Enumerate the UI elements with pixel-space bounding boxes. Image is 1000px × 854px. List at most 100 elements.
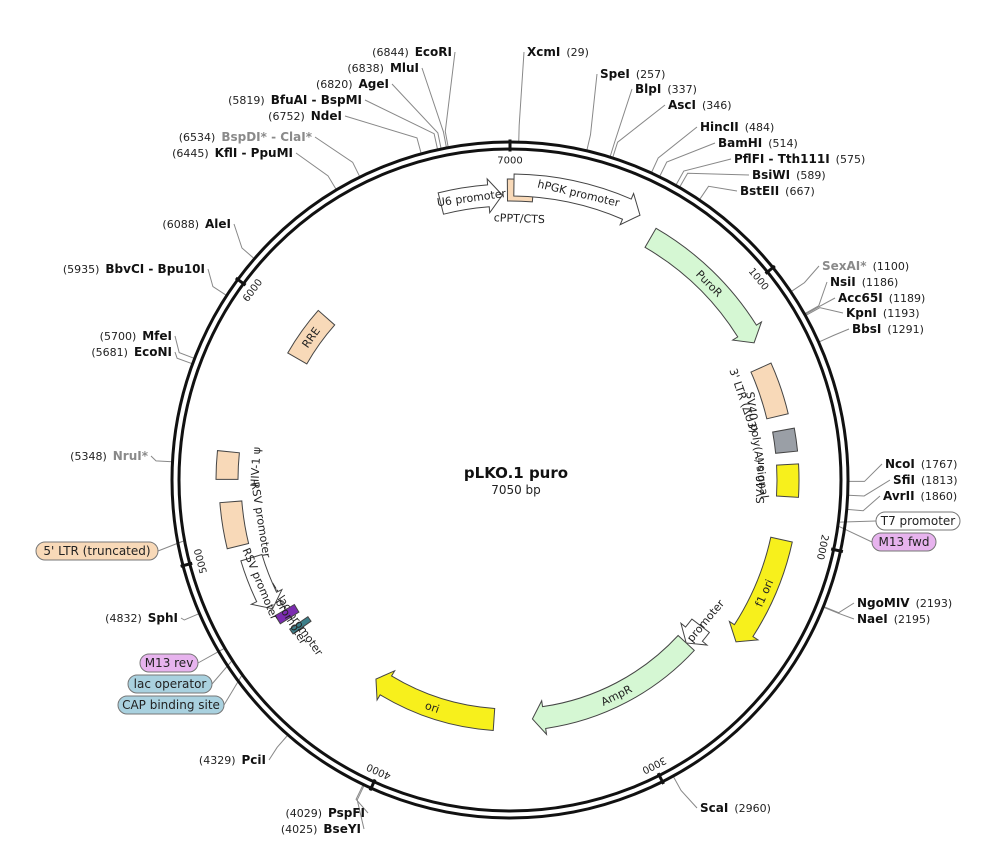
site-position: (589) xyxy=(796,169,826,182)
site-position: (29) xyxy=(566,46,589,59)
tick-label: 5000 xyxy=(193,547,210,574)
leader-acc65i xyxy=(804,297,836,315)
pill-label: 5' LTR (truncated) xyxy=(43,544,150,558)
site-position: (484) xyxy=(745,121,775,134)
leader-asci xyxy=(612,104,666,158)
pill-cap-binding-site xyxy=(117,695,225,715)
site-name: AvrII xyxy=(883,489,915,503)
feature-t3-promoter xyxy=(274,603,300,625)
plasmid-length: 7050 bp xyxy=(491,483,541,497)
feature-label-hiv-1: HIV-1 ψ xyxy=(248,447,263,488)
site-xcmi: XcmI(29) xyxy=(527,45,589,59)
site-bfuai-bspmi: (5819)BfuAI - BspMI xyxy=(228,93,362,107)
feature-f1-ori xyxy=(728,536,793,643)
pill-label: T7 promoter xyxy=(880,514,956,528)
site-position: (1813) xyxy=(921,474,958,487)
tick-label: 2000 xyxy=(814,533,830,560)
feature-ori xyxy=(375,669,496,731)
site-sexai: SexAI*(1100) xyxy=(822,259,909,273)
site-name: BamHI xyxy=(718,136,762,150)
site-kpni: KpnI(1193) xyxy=(846,306,919,320)
site-pspfi: (4029) PspFI xyxy=(285,806,365,820)
leader-agei xyxy=(391,83,442,149)
site-name: PciI xyxy=(242,753,267,767)
leader-pflfi-tth111i xyxy=(675,158,732,186)
site-position: (4029) xyxy=(285,807,322,820)
site-sphi: (4832) SphI xyxy=(105,611,178,625)
pill-5-ltr-truncated xyxy=(35,541,159,561)
leader-sphi xyxy=(180,613,200,621)
site-position: (4329) xyxy=(199,754,236,767)
site-name: PspFI xyxy=(328,806,365,820)
site-position: (337) xyxy=(667,83,697,96)
site-position: (575) xyxy=(836,153,866,166)
pill-label: M13 rev xyxy=(145,656,194,670)
leader-blpi xyxy=(609,88,633,157)
site-name: SpeI xyxy=(600,67,630,81)
site-position: (667) xyxy=(785,185,815,198)
feature-hiv-1 xyxy=(215,450,240,480)
site-ngomiv: NgoMIV(2193) xyxy=(857,596,952,610)
site-scai: ScaI (2960) xyxy=(700,801,771,815)
leader-bbvci-bpu10i xyxy=(207,268,227,296)
tick-2000 xyxy=(830,547,844,554)
restriction-sites: XcmI(29) SpeI (257)BlpI (337) AscI (346) HincI… xyxy=(63,45,958,836)
site-position: (6088) xyxy=(162,218,199,231)
site-bspdi-clai: (6534)BspDI* - ClaI* xyxy=(179,130,313,144)
site-name: BlpI xyxy=(635,82,661,96)
site-position: (2960) xyxy=(734,802,771,815)
site-position: (1767) xyxy=(921,458,958,471)
leader-ngomiv xyxy=(823,602,855,614)
site-name: NcoI xyxy=(885,457,915,471)
leader-xcmi xyxy=(518,51,525,142)
leader-econi xyxy=(174,351,193,365)
site-hincii: HincII(484) xyxy=(700,120,774,134)
site-name: SfiI xyxy=(893,473,915,487)
feature-5-ltr-box xyxy=(219,500,250,550)
site-position: (346) xyxy=(702,99,732,112)
site-name: ScaI xyxy=(700,801,728,815)
leader-ndei xyxy=(344,115,422,154)
leader-nsii xyxy=(804,281,828,315)
leader-scai xyxy=(672,776,698,809)
site-position: (1860) xyxy=(921,490,958,503)
site-econi: (5681)EcoNI xyxy=(91,345,172,359)
feature-label-sv40-ori: SV40 ori xyxy=(754,457,767,503)
feature-hpgk-promoter xyxy=(513,173,641,226)
site-position: (5935) xyxy=(63,263,100,276)
leader-kpni xyxy=(805,307,844,316)
leader-bsiwi xyxy=(679,172,750,188)
site-nsii: NsiI(1186) xyxy=(830,275,898,289)
site-name: AscI xyxy=(668,98,696,112)
site-name: BseYI xyxy=(323,822,361,836)
site-position: (6534) xyxy=(179,131,216,144)
feature-rsv-promoter xyxy=(240,553,284,610)
site-position: (4832) xyxy=(105,612,142,625)
pill-label: lac operator xyxy=(134,677,207,691)
leader-avrii xyxy=(847,495,881,512)
site-position: (257) xyxy=(636,68,666,81)
tick-6000 xyxy=(234,276,247,287)
site-name: NruI* xyxy=(113,449,149,463)
site-name: AgeI xyxy=(359,77,389,91)
pill-t7-promoter xyxy=(875,511,961,531)
site-name: KflI - PpuMI xyxy=(215,146,293,160)
site-position: (1100) xyxy=(873,260,910,273)
site-position: (2195) xyxy=(894,613,931,626)
site-alei: (6088)AleI xyxy=(162,217,231,231)
site-position: (5681) xyxy=(91,346,128,359)
site-avrii: AvrII (1860) xyxy=(883,489,957,503)
site-position: (6838) xyxy=(347,62,384,75)
feature-rre xyxy=(287,309,336,365)
site-name: SphI xyxy=(148,611,178,625)
site-position: (5700) xyxy=(100,330,137,343)
tick-4000 xyxy=(368,778,377,792)
site-pcii: (4329) PciI xyxy=(199,753,266,767)
site-blpi: BlpI (337) xyxy=(635,82,697,96)
leader-alei xyxy=(233,223,255,259)
feature-puror xyxy=(644,227,763,344)
site-ndei: (6752)NdeI xyxy=(268,109,342,123)
feature-ampr-promoter xyxy=(680,618,711,646)
site-name: BbsI xyxy=(852,322,881,336)
